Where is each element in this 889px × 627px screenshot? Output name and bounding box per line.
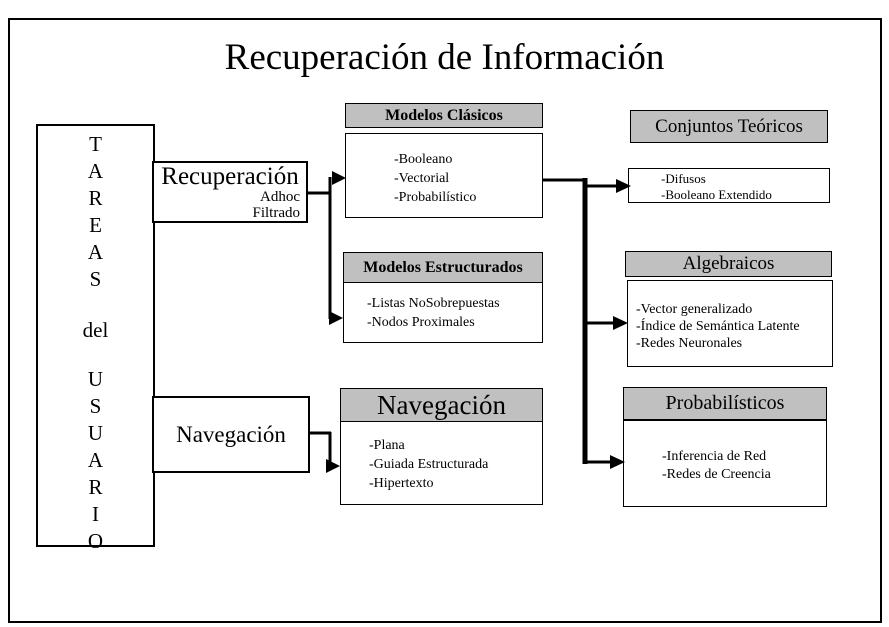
tareas-letter: S xyxy=(89,267,102,291)
probabilisticos-header: Probabilísticos xyxy=(623,387,827,420)
list-item: -Redes Neuronales xyxy=(636,336,743,351)
user-tasks-box: T A R E A S del U S U A R I O xyxy=(36,124,155,553)
usuario-letter: R xyxy=(88,475,103,499)
list-item: -Nodos Proximales xyxy=(367,315,475,330)
modelos-clasicos-header: Modelos Clásicos xyxy=(345,103,543,128)
usuario-letter: U xyxy=(87,421,104,445)
conjuntos-teoricos-title: Conjuntos Teóricos xyxy=(655,115,803,137)
list-item: -Redes de Creencia xyxy=(662,467,771,482)
navegacion-task-label: Navegación xyxy=(176,421,286,447)
tareas-letter: R xyxy=(88,186,103,210)
usuario-letters: U S U A R I O xyxy=(38,366,153,555)
tareas-letter: A xyxy=(87,240,104,264)
tareas-word-del: del xyxy=(82,318,109,342)
list-item: -Booleano Extendido xyxy=(661,186,772,202)
list-item: -Probabilístico xyxy=(394,190,477,205)
list-item: -Plana xyxy=(369,438,405,453)
diagram-frame xyxy=(8,18,882,623)
algebraicos-header: Algebraicos xyxy=(625,251,832,277)
recuperacion-sub-adhoc: Adhoc xyxy=(260,189,300,205)
list-item: -Vector generalizado xyxy=(636,302,753,317)
list-item: -Hipertexto xyxy=(369,476,434,491)
tareas-letter: A xyxy=(87,159,104,183)
modelos-clasicos-body: -Booleano -Vectorial -Probabilístico xyxy=(345,133,543,218)
list-item: -Inferencia de Red xyxy=(662,449,767,464)
conjuntos-teoricos-body: -Difusos -Booleano Extendido xyxy=(628,168,830,203)
usuario-letter: A xyxy=(87,448,104,472)
list-item: -Listas NoSobrepuestas xyxy=(367,296,500,311)
list-item: -Índice de Semántica Latente xyxy=(636,319,800,334)
navegacion-model-title: Navegación xyxy=(377,389,506,420)
modelos-estructurados-title: Modelos Estructurados xyxy=(363,258,523,276)
recuperacion-sub-filtrado: Filtrado xyxy=(252,204,301,221)
algebraicos-title: Algebraicos xyxy=(682,253,775,274)
modelos-clasicos-title: Modelos Clásicos xyxy=(385,106,503,124)
list-item: -Guiada Estructurada xyxy=(369,457,489,472)
probabilisticos-body: -Inferencia de Red -Redes de Creencia xyxy=(623,420,827,507)
tareas-letter: T xyxy=(89,132,102,156)
recuperacion-task-label: Recuperación xyxy=(161,163,299,190)
page-title: Recuperación de Información xyxy=(224,37,665,78)
modelos-estructurados-header: Modelos Estructurados xyxy=(343,252,543,283)
navegacion-task-box: Navegación xyxy=(152,396,310,473)
usuario-letter: S xyxy=(89,394,102,418)
list-item: -Vectorial xyxy=(394,171,450,186)
probabilisticos-title: Probabilísticos xyxy=(665,392,785,414)
list-item: -Booleano xyxy=(394,152,453,167)
navegacion-model-body: -Plana -Guiada Estructurada -Hipertexto xyxy=(340,421,543,505)
usuario-letter: U xyxy=(87,367,104,391)
usuario-letter: I xyxy=(92,502,99,526)
conjuntos-teoricos-header: Conjuntos Teóricos xyxy=(630,110,828,143)
recuperacion-task-box: Recuperación Adhoc Filtrado xyxy=(152,161,308,223)
usuario-letter: O xyxy=(87,529,104,553)
algebraicos-body: -Vector generalizado -Índice de Semántic… xyxy=(627,280,833,367)
tareas-letters-top: T A R E A S xyxy=(38,131,153,293)
navegacion-model-header: Navegación xyxy=(340,388,543,422)
modelos-estructurados-body: -Listas NoSobrepuestas -Nodos Proximales xyxy=(343,282,543,343)
list-item: -Difusos xyxy=(661,171,706,186)
tareas-letter: E xyxy=(89,213,102,237)
